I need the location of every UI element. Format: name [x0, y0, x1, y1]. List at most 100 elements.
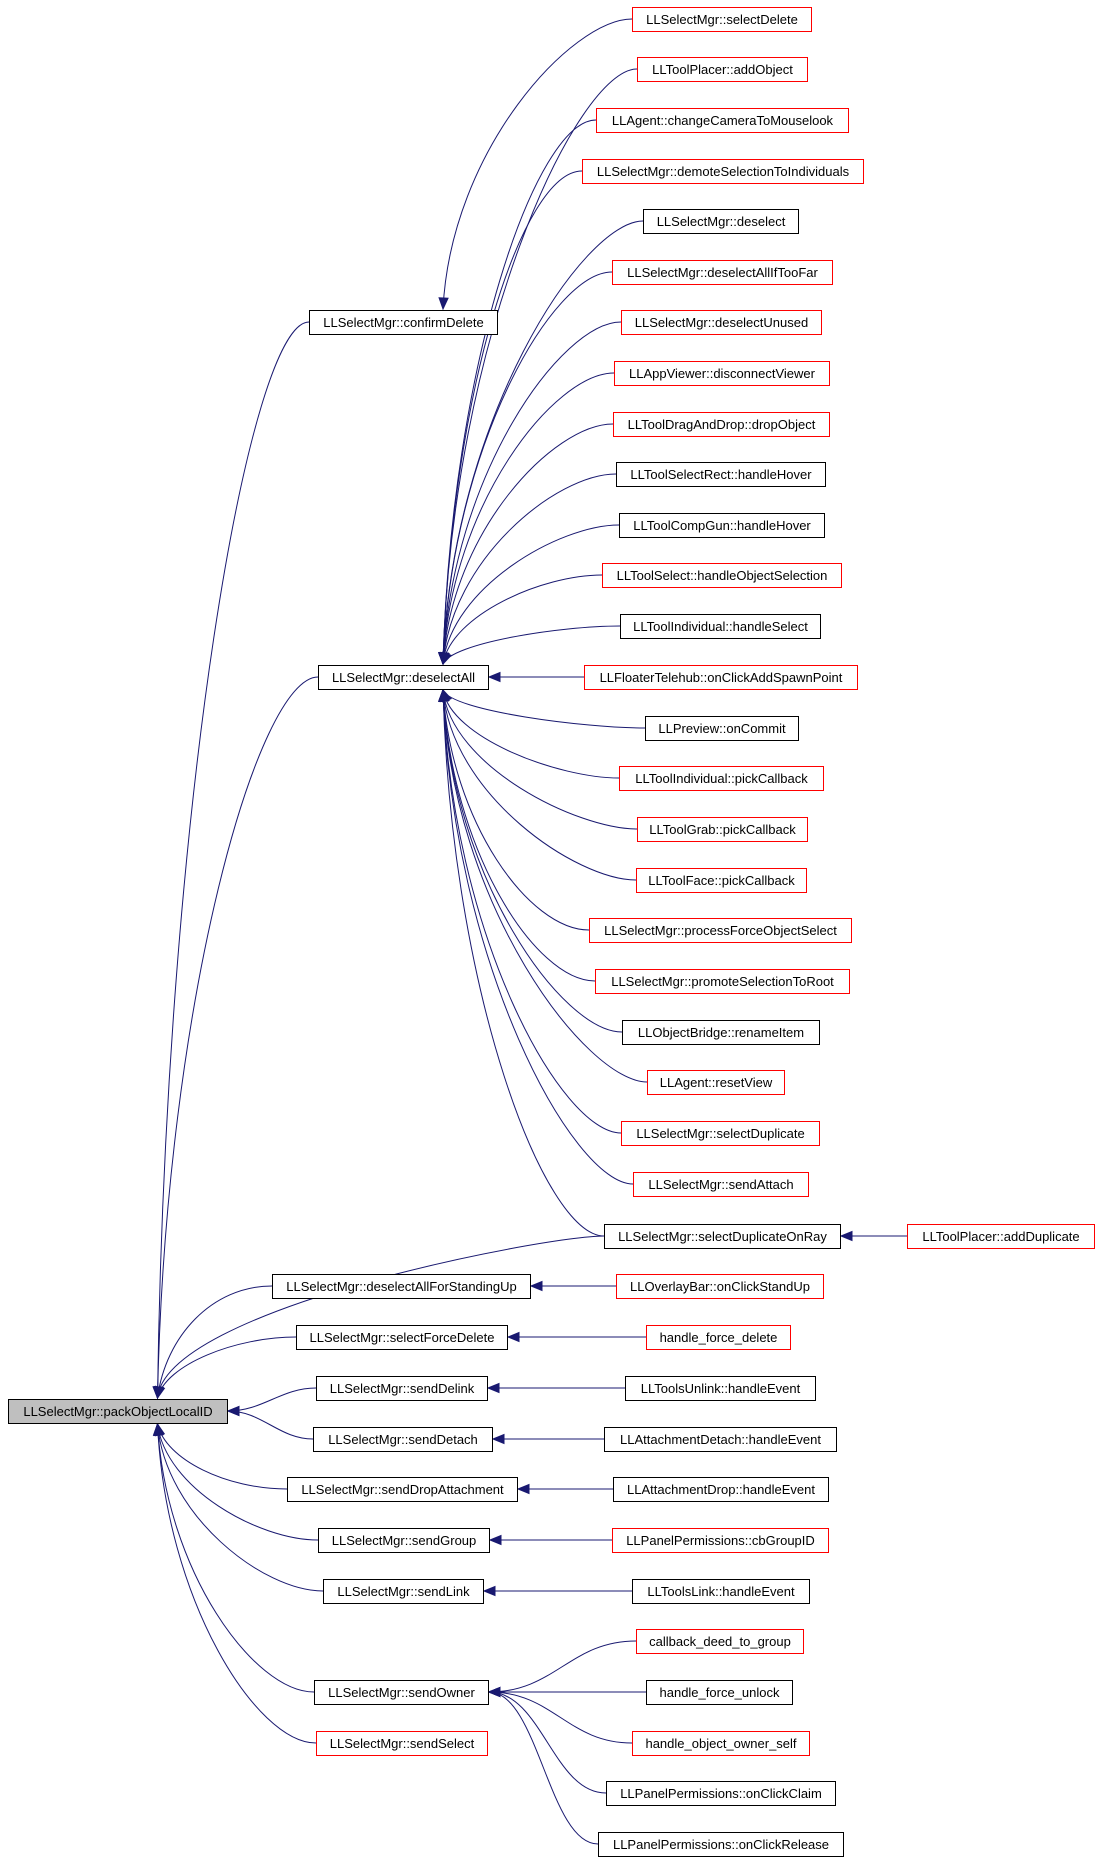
node-handleObjectSelection[interactable]: LLToolSelect::handleObjectSelection — [602, 563, 842, 588]
node-deselectUnused[interactable]: LLSelectMgr::deselectUnused — [621, 310, 822, 335]
node-box[interactable] — [625, 1376, 816, 1401]
node-deselectAllIfTooFar[interactable]: LLSelectMgr::deselectAllIfTooFar — [612, 260, 833, 285]
node-previewOnCommit[interactable]: LLPreview::onCommit — [645, 716, 799, 741]
node-box[interactable] — [646, 1325, 791, 1350]
node-deselectAll[interactable]: LLSelectMgr::deselectAll — [318, 665, 489, 690]
node-demoteSelectionToIndividuals[interactable]: LLSelectMgr::demoteSelectionToIndividual… — [582, 159, 864, 184]
node-renameItem[interactable]: LLObjectBridge::renameItem — [622, 1020, 820, 1045]
node-onClickAddSpawnPoint[interactable]: LLFloaterTelehub::onClickAddSpawnPoint — [584, 665, 858, 690]
node-box[interactable] — [622, 1020, 820, 1045]
node-box[interactable] — [602, 563, 842, 588]
node-sendAttach[interactable]: LLSelectMgr::sendAttach — [633, 1172, 809, 1197]
node-box[interactable] — [620, 614, 821, 639]
node-attachmentDropHandleEvent[interactable]: LLAttachmentDrop::handleEvent — [613, 1477, 829, 1502]
node-box[interactable] — [637, 57, 808, 82]
node-box[interactable] — [632, 7, 812, 32]
node-box[interactable] — [606, 1781, 836, 1806]
node-box[interactable] — [604, 1427, 837, 1452]
node-box[interactable] — [589, 918, 852, 943]
node-addObject[interactable]: LLToolPlacer::addObject — [637, 57, 808, 82]
node-selectDelete[interactable]: LLSelectMgr::selectDelete — [632, 7, 812, 32]
node-handle_force_delete[interactable]: handle_force_delete — [646, 1325, 791, 1350]
node-box[interactable] — [604, 1224, 841, 1249]
node-box[interactable] — [8, 1399, 228, 1424]
node-attachmentDetachHandleEvent[interactable]: LLAttachmentDetach::handleEvent — [604, 1427, 837, 1452]
node-selectDuplicateOnRay[interactable]: LLSelectMgr::selectDuplicateOnRay — [604, 1224, 841, 1249]
node-box[interactable] — [645, 716, 799, 741]
node-onClickRelease[interactable]: LLPanelPermissions::onClickRelease — [598, 1832, 844, 1857]
node-onClickStandUp[interactable]: LLOverlayBar::onClickStandUp — [616, 1274, 824, 1299]
node-sendDropAttachment[interactable]: LLSelectMgr::sendDropAttachment — [287, 1477, 518, 1502]
node-box[interactable] — [621, 1121, 820, 1146]
node-compGunHover[interactable]: LLToolCompGun::handleHover — [619, 513, 825, 538]
node-box[interactable] — [309, 310, 498, 335]
node-box[interactable] — [595, 969, 850, 994]
node-box[interactable] — [318, 665, 489, 690]
node-box[interactable] — [614, 361, 830, 386]
node-callback_deed_to_group[interactable]: callback_deed_to_group — [636, 1629, 804, 1654]
node-box[interactable] — [316, 1376, 488, 1401]
node-box[interactable] — [619, 766, 824, 791]
node-cbGroupID[interactable]: LLPanelPermissions::cbGroupID — [612, 1528, 829, 1553]
node-box[interactable] — [296, 1325, 508, 1350]
node-root[interactable]: LLSelectMgr::packObjectLocalID — [8, 1399, 228, 1424]
node-selectRectHover[interactable]: LLToolSelectRect::handleHover — [616, 462, 826, 487]
node-selectDuplicate[interactable]: LLSelectMgr::selectDuplicate — [621, 1121, 820, 1146]
node-sendLink[interactable]: LLSelectMgr::sendLink — [323, 1579, 484, 1604]
node-sendSelect[interactable]: LLSelectMgr::sendSelect — [316, 1731, 488, 1756]
node-onClickClaim[interactable]: LLPanelPermissions::onClickClaim — [606, 1781, 836, 1806]
node-box[interactable] — [314, 1680, 489, 1705]
node-deselectAllForStandingUp[interactable]: LLSelectMgr::deselectAllForStandingUp — [272, 1274, 531, 1299]
node-box[interactable] — [647, 1070, 785, 1095]
node-box[interactable] — [316, 1731, 488, 1756]
node-box[interactable] — [616, 1274, 824, 1299]
node-sendOwner[interactable]: LLSelectMgr::sendOwner — [314, 1680, 489, 1705]
node-box[interactable] — [643, 209, 799, 234]
node-box[interactable] — [616, 462, 826, 487]
node-box[interactable] — [632, 1579, 810, 1604]
node-confirmDelete[interactable]: LLSelectMgr::confirmDelete — [309, 310, 498, 335]
node-box[interactable] — [287, 1477, 518, 1502]
node-processForceObjectSelect[interactable]: LLSelectMgr::processForceObjectSelect — [589, 918, 852, 943]
node-toolsLinkHandleEvent[interactable]: LLToolsLink::handleEvent — [632, 1579, 810, 1604]
node-box[interactable] — [584, 665, 858, 690]
node-box[interactable] — [613, 412, 830, 437]
node-box[interactable] — [596, 108, 849, 133]
node-box[interactable] — [619, 513, 825, 538]
node-box[interactable] — [633, 1172, 809, 1197]
node-changeCameraToMouselook[interactable]: LLAgent::changeCameraToMouselook — [596, 108, 849, 133]
node-individualPickCallback[interactable]: LLToolIndividual::pickCallback — [619, 766, 824, 791]
node-disconnectViewer[interactable]: LLAppViewer::disconnectViewer — [614, 361, 830, 386]
node-box[interactable] — [598, 1832, 844, 1857]
node-deselect[interactable]: LLSelectMgr::deselect — [643, 209, 799, 234]
node-box[interactable] — [582, 159, 864, 184]
node-grabPickCallback[interactable]: LLToolGrab::pickCallback — [637, 817, 808, 842]
node-box[interactable] — [612, 260, 833, 285]
node-box[interactable] — [646, 1680, 793, 1705]
node-box[interactable] — [632, 1731, 810, 1756]
node-box[interactable] — [636, 1629, 804, 1654]
node-facePickCallback[interactable]: LLToolFace::pickCallback — [636, 868, 807, 893]
node-dropObject[interactable]: LLToolDragAndDrop::dropObject — [613, 412, 830, 437]
node-sendGroup[interactable]: LLSelectMgr::sendGroup — [318, 1528, 490, 1553]
node-resetView[interactable]: LLAgent::resetView — [647, 1070, 785, 1095]
node-box[interactable] — [272, 1274, 531, 1299]
node-sendDetach[interactable]: LLSelectMgr::sendDetach — [313, 1427, 493, 1452]
node-box[interactable] — [636, 868, 807, 893]
node-individualHandleSelect[interactable]: LLToolIndividual::handleSelect — [620, 614, 821, 639]
node-sendDelink[interactable]: LLSelectMgr::sendDelink — [316, 1376, 488, 1401]
node-promoteSelectionToRoot[interactable]: LLSelectMgr::promoteSelectionToRoot — [595, 969, 850, 994]
node-box[interactable] — [621, 310, 822, 335]
node-toolsUnlinkHandleEvent[interactable]: LLToolsUnlink::handleEvent — [625, 1376, 816, 1401]
node-box[interactable] — [313, 1427, 493, 1452]
node-handle_force_unlock[interactable]: handle_force_unlock — [646, 1680, 793, 1705]
node-box[interactable] — [637, 817, 808, 842]
node-handle_object_owner_self[interactable]: handle_object_owner_self — [632, 1731, 810, 1756]
node-box[interactable] — [612, 1528, 829, 1553]
node-addDuplicate[interactable]: LLToolPlacer::addDuplicate — [907, 1224, 1095, 1249]
node-box[interactable] — [318, 1528, 490, 1553]
node-box[interactable] — [907, 1224, 1095, 1249]
node-box[interactable] — [613, 1477, 829, 1502]
node-selectForceDelete[interactable]: LLSelectMgr::selectForceDelete — [296, 1325, 508, 1350]
node-box[interactable] — [323, 1579, 484, 1604]
